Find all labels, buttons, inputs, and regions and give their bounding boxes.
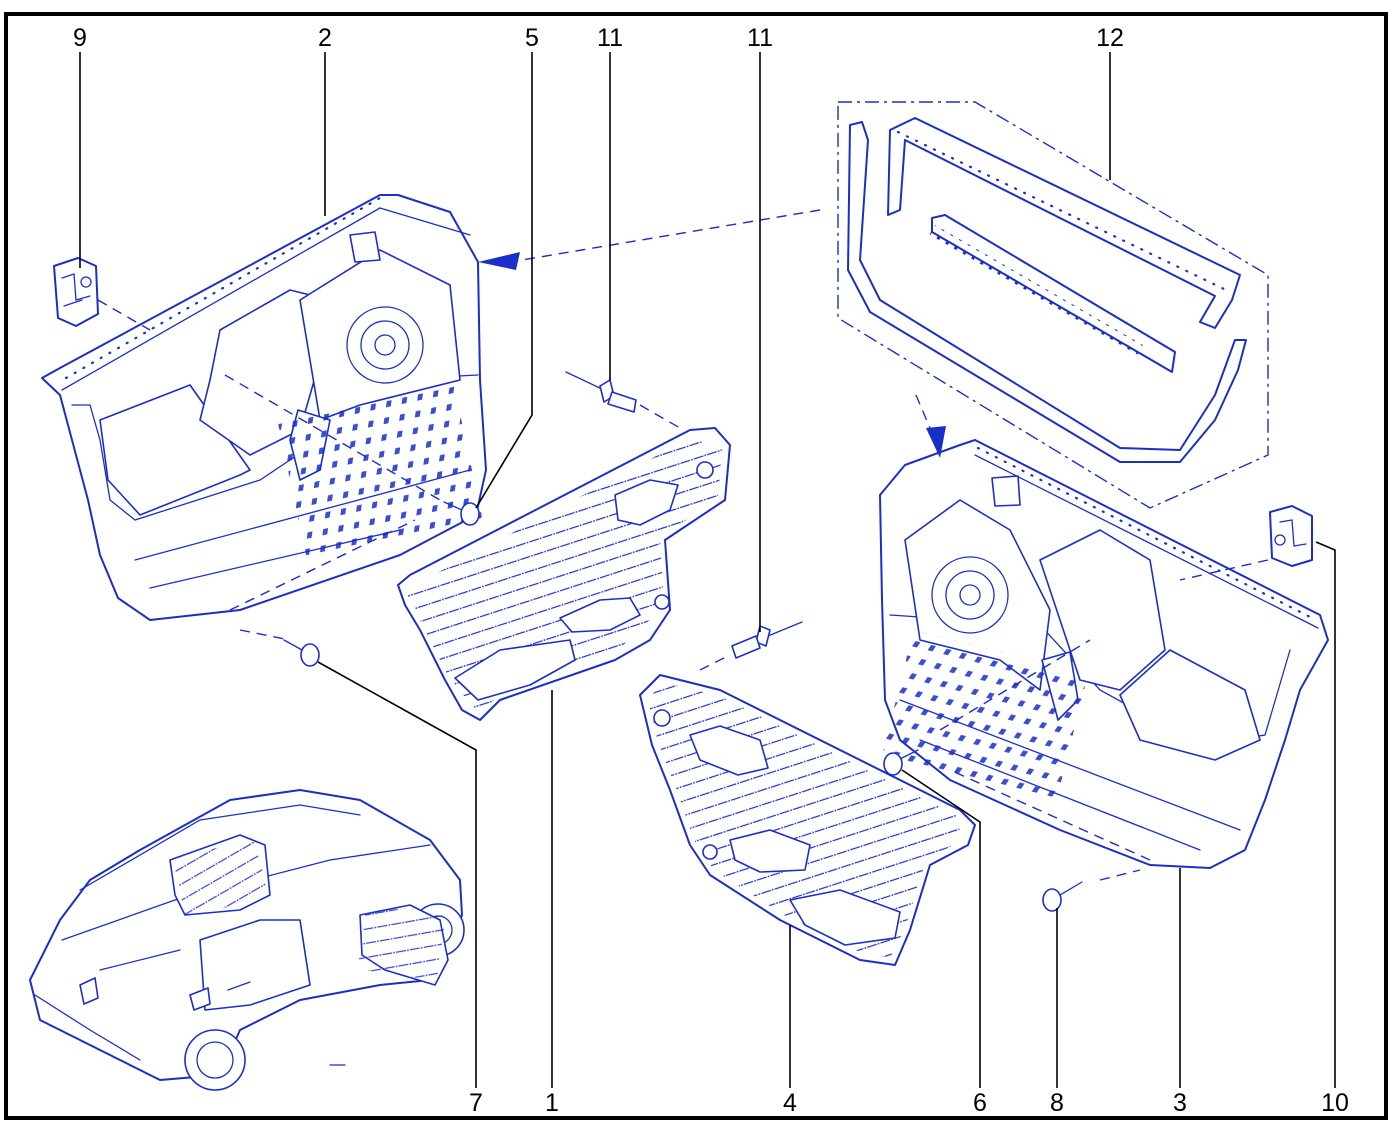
fit-arrow-seal-to-left-door — [478, 252, 520, 270]
door-seal-kit-12 — [837, 101, 1269, 509]
trim-screw-6 — [883, 749, 919, 776]
trim-screw-8 — [1042, 881, 1083, 912]
assembly-lines — [97, 209, 1269, 881]
callout-2: 2 — [318, 24, 332, 52]
front-door-trim-panel-left — [41, 194, 487, 621]
callout-9: 9 — [73, 24, 87, 52]
trim-retaining-clip-9 — [53, 257, 99, 327]
callout-1: 1 — [545, 1089, 559, 1117]
trim-screw-7 — [283, 639, 320, 667]
callout-6: 6 — [973, 1089, 987, 1117]
callout-labels: 9 2 5 11 11 12 7 1 4 6 8 3 10 — [73, 24, 1349, 1117]
trim-retaining-clip-10 — [1269, 505, 1313, 567]
callout-11-right: 11 — [747, 24, 773, 52]
fit-arrow-seal-to-right-door — [926, 426, 946, 458]
push-rivet-11-left — [565, 371, 637, 413]
inset-rear-trim-hatch — [172, 839, 269, 917]
trim-screw-5 — [443, 501, 480, 526]
right-trim-perforation-area — [881, 630, 1089, 800]
door-insulation-pad-right — [639, 674, 976, 966]
callout-7: 7 — [469, 1089, 483, 1117]
vehicle-location-inset — [29, 789, 465, 1091]
push-rivet-11-right — [731, 621, 803, 659]
callout-11-left: 11 — [597, 24, 623, 52]
leader-lines — [79, 52, 1336, 1088]
callout-3: 3 — [1173, 1089, 1187, 1117]
callout-4: 4 — [783, 1089, 797, 1117]
callout-10: 10 — [1321, 1089, 1349, 1117]
callout-8: 8 — [1050, 1089, 1064, 1117]
door-insulation-pad-left — [397, 427, 731, 721]
seal-strip-perforations — [928, 225, 1143, 358]
callout-12: 12 — [1096, 24, 1124, 52]
front-door-trim-panel-right — [879, 439, 1329, 869]
inset-front-trim-hatch — [357, 905, 446, 981]
left-trim-perforation-area — [277, 382, 483, 558]
callout-5: 5 — [525, 24, 539, 52]
